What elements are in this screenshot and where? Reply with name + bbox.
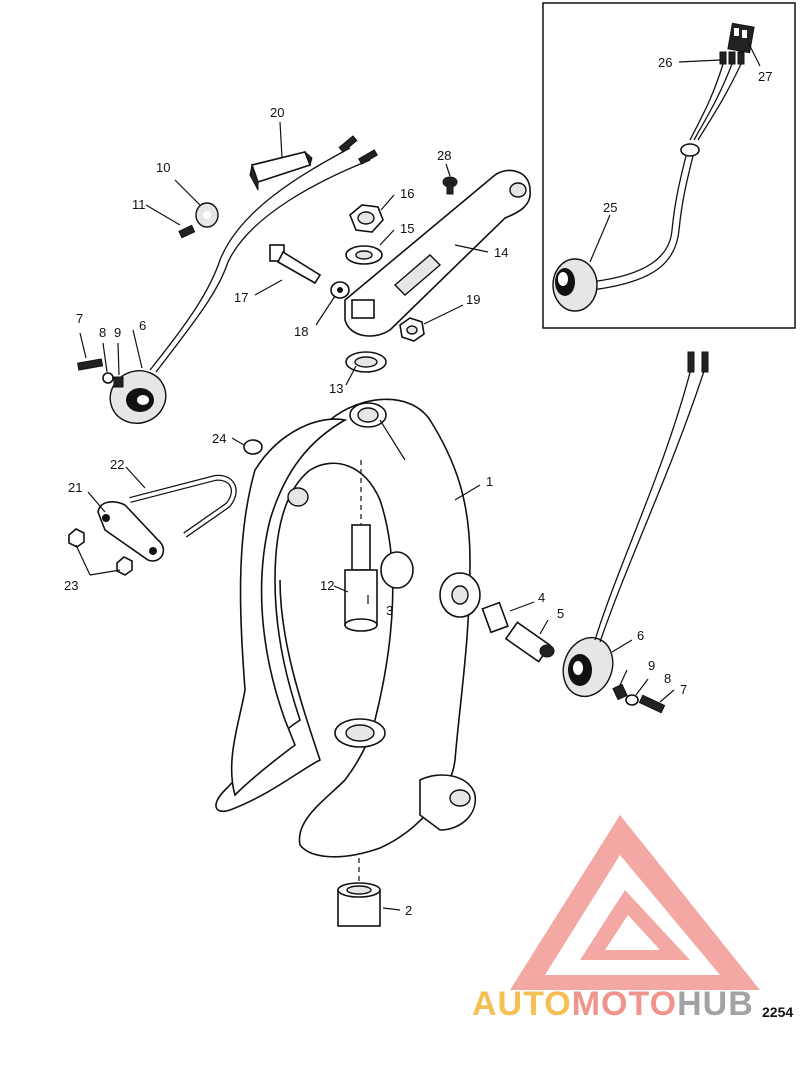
hardware-left xyxy=(77,358,124,388)
callout-22: 22 xyxy=(110,457,124,472)
watermark-text-auto: AUTO xyxy=(472,985,572,1023)
callout-labels: 1 2 3 4 5 6 6 7 7 8 8 9 9 10 11 12 13 14… xyxy=(64,55,772,918)
pivot-pin xyxy=(344,460,378,632)
callout-16: 16 xyxy=(400,186,414,201)
callout-24: 24 xyxy=(212,431,226,446)
callout-23: 23 xyxy=(64,578,78,593)
washer-18 xyxy=(330,281,350,299)
trim-sensor-right xyxy=(562,351,709,698)
connector-plug xyxy=(727,22,755,54)
screw-28 xyxy=(442,176,458,195)
callout-8-left: 8 xyxy=(99,325,106,340)
sensor-25 xyxy=(552,258,598,312)
callout-20: 20 xyxy=(270,105,284,120)
watermark-text: AUTOMOTOHUB xyxy=(472,985,754,1023)
callout-28: 28 xyxy=(437,148,451,163)
callout-9-right: 9 xyxy=(648,658,655,673)
callout-19: 19 xyxy=(466,292,480,307)
callout-6-right: 6 xyxy=(637,628,644,643)
hardware-right xyxy=(612,683,666,714)
svg-text:AUTOMOTOHUB: AUTOMOTOHUB xyxy=(472,985,754,1023)
callout-2: 2 xyxy=(405,903,412,918)
nut-19 xyxy=(399,317,425,342)
nut-16 xyxy=(349,204,384,233)
callout-9-left: 9 xyxy=(114,325,121,340)
screw-11 xyxy=(178,224,196,239)
watermark-text-hub: HUB xyxy=(677,985,754,1023)
callout-4: 4 xyxy=(538,590,545,605)
callout-8-right: 8 xyxy=(664,671,671,686)
clip-24 xyxy=(243,439,263,455)
callout-18: 18 xyxy=(294,324,308,339)
callout-17: 17 xyxy=(234,290,248,305)
bushing-2 xyxy=(337,858,381,927)
bushing-4 xyxy=(481,601,509,634)
callout-15: 15 xyxy=(400,221,414,236)
plate-21 xyxy=(97,501,165,562)
callout-1: 1 xyxy=(486,474,493,489)
callout-7-left: 7 xyxy=(76,311,83,326)
callout-26: 26 xyxy=(658,55,672,70)
callout-13: 13 xyxy=(329,381,343,396)
steering-arm-14 xyxy=(344,169,531,337)
callout-5: 5 xyxy=(557,606,564,621)
callout-14: 14 xyxy=(494,245,508,260)
plate-10 xyxy=(195,202,219,228)
clamp-20 xyxy=(249,151,313,191)
callout-10: 10 xyxy=(156,160,170,175)
callout-11: 11 xyxy=(132,197,146,212)
callout-6-left: 6 xyxy=(139,318,146,333)
washer-15 xyxy=(345,245,383,265)
washer-13 xyxy=(345,351,387,373)
callout-7-right: 7 xyxy=(680,682,687,697)
watermark-logo xyxy=(510,815,760,990)
inset-panel xyxy=(542,2,796,329)
gimbal-ring xyxy=(215,398,481,858)
stud-5 xyxy=(504,621,555,663)
callout-25: 25 xyxy=(603,200,617,215)
callout-12: 12 xyxy=(320,578,334,593)
watermark-text-moto: MOTO xyxy=(572,985,677,1023)
wire-terminals xyxy=(719,51,745,65)
drawing-code: 2254 xyxy=(762,1004,793,1020)
leader-lines xyxy=(75,121,675,911)
nuts-23 xyxy=(68,528,133,576)
bolt-17 xyxy=(269,244,322,285)
callout-3: 3 xyxy=(386,603,393,618)
u-bolt-22 xyxy=(129,474,237,538)
callout-27: 27 xyxy=(758,69,772,84)
callout-21: 21 xyxy=(68,480,82,495)
trim-sensor-left xyxy=(109,135,378,424)
